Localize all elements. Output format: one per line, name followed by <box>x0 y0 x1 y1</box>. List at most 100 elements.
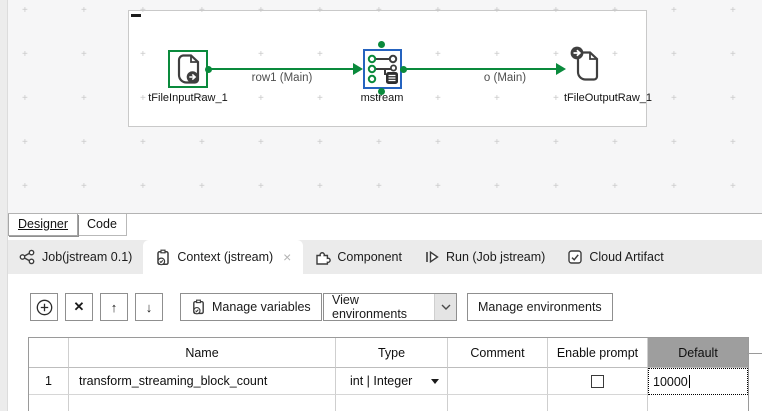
connector-anchor-dot[interactable] <box>205 66 212 73</box>
grid-cross: + <box>730 137 736 148</box>
column-header-rownum[interactable] <box>29 338 69 368</box>
grid-cross: + <box>81 137 87 148</box>
tab-context[interactable]: Context (jstream) × <box>143 240 304 274</box>
connector-anchor-dot[interactable] <box>378 41 385 48</box>
grid-cross: + <box>317 181 323 192</box>
grid-cross: + <box>22 137 28 148</box>
column-header-name[interactable]: Name <box>69 338 336 368</box>
grid-cross: + <box>199 181 205 192</box>
view-environments-select[interactable]: View environments <box>323 293 457 321</box>
table-edge-line <box>747 353 762 354</box>
table-header-row: Name Type Comment Enable prompt Default <box>29 338 748 368</box>
table-empty-row[interactable] <box>29 395 748 411</box>
connection-label[interactable]: row1 (Main) <box>251 72 313 84</box>
row-number[interactable]: 1 <box>29 368 69 395</box>
table-row: 1 transform_streaming_block_count int | … <box>29 368 748 395</box>
grid-cross: + <box>81 181 87 192</box>
component-mstream[interactable] <box>363 49 402 89</box>
grid-cross: + <box>22 181 28 192</box>
design-canvas[interactable]: ++++++++++++++++++++++++++++++++++++++++… <box>0 0 762 214</box>
comment-cell[interactable] <box>448 368 548 395</box>
chevron-down-icon <box>434 294 456 320</box>
tab-designer-label: Designer <box>18 217 69 231</box>
grid-cross: + <box>671 5 677 16</box>
column-header-comment[interactable]: Comment <box>448 338 548 368</box>
view-tab-strip: Job(jstream 0.1) Context (jstream) × Com… <box>0 240 762 274</box>
grid-cross: + <box>258 181 264 192</box>
grid-cross: + <box>730 93 736 104</box>
grid-cross: + <box>81 5 87 16</box>
type-cell[interactable]: int | Integer <box>336 368 448 395</box>
manage-variables-label: Manage variables <box>212 300 311 314</box>
component-tfileoutputraw[interactable] <box>563 42 605 88</box>
grid-cross: + <box>81 93 87 104</box>
grid-cross: + <box>376 137 382 148</box>
grid-cross: + <box>81 49 87 60</box>
tab-cloud-artifact[interactable]: Cloud Artifact <box>556 240 674 274</box>
default-value: 10000 <box>653 374 688 389</box>
tab-job[interactable]: Job(jstream 0.1) <box>8 240 143 274</box>
manage-environments-label: Manage environments <box>478 300 602 314</box>
enable-prompt-cell[interactable] <box>548 368 648 395</box>
grid-cross: + <box>140 137 146 148</box>
manage-variables-button[interactable]: Manage variables <box>180 293 322 321</box>
tab-component[interactable]: Component <box>303 240 413 274</box>
tab-context-label: Context (jstream) <box>177 250 274 264</box>
grid-cross: + <box>22 93 28 104</box>
grid-cross: + <box>199 137 205 148</box>
connector-anchor-dot[interactable] <box>400 66 407 73</box>
delete-icon: ✕ <box>73 299 85 314</box>
grid-cross: + <box>22 49 28 60</box>
component-label[interactable]: mstream <box>360 92 404 104</box>
column-header-type[interactable]: Type <box>336 338 448 368</box>
name-cell[interactable]: transform_streaming_block_count <box>69 368 336 395</box>
grid-cross: + <box>22 5 28 16</box>
connection-o-arrowhead <box>556 63 566 75</box>
circle-plus-icon <box>36 299 52 315</box>
component-label[interactable]: tFileInputRaw_1 <box>148 92 228 104</box>
manage-environments-button[interactable]: Manage environments <box>467 293 613 321</box>
grid-cross: + <box>612 137 618 148</box>
grid-cross: + <box>553 181 559 192</box>
puzzle-icon <box>316 252 332 265</box>
add-variable-button[interactable] <box>30 293 58 321</box>
connector-anchor-dot[interactable] <box>378 88 385 95</box>
map-stream-icon <box>367 54 398 84</box>
tab-run[interactable]: Run (Job jstream) <box>413 240 556 274</box>
tab-code[interactable]: Code <box>78 214 127 236</box>
component-label[interactable]: tFileOutputRaw_1 <box>563 92 653 104</box>
delete-variable-button[interactable]: ✕ <box>65 293 93 321</box>
connection-row1[interactable] <box>211 68 354 70</box>
run-play-icon <box>426 250 439 264</box>
connection-row1-arrowhead <box>353 63 363 75</box>
grid-cross: + <box>435 181 441 192</box>
arrow-up-icon: ↑ <box>110 299 118 315</box>
dropdown-arrow-icon <box>431 379 439 384</box>
grid-cross: + <box>730 5 736 16</box>
default-cell-editing[interactable]: 10000 <box>648 368 748 395</box>
move-up-button[interactable]: ↑ <box>100 293 128 321</box>
grid-cross: + <box>317 137 323 148</box>
move-down-button[interactable]: ↓ <box>135 293 163 321</box>
column-header-enable-prompt[interactable]: Enable prompt <box>548 338 648 368</box>
enable-prompt-checkbox[interactable] <box>591 374 604 388</box>
view-environments-value: View environments <box>332 293 408 321</box>
cloud-artifact-icon <box>568 250 583 264</box>
grid-cross: + <box>258 137 264 148</box>
grid-cross: + <box>671 93 677 104</box>
column-header-default[interactable]: Default <box>648 338 748 368</box>
connection-o[interactable] <box>406 68 557 70</box>
connection-label[interactable]: o (Main) <box>483 72 527 84</box>
grid-cross: + <box>730 49 736 60</box>
tab-job-label: Job(jstream 0.1) <box>42 250 133 264</box>
subjob-collapse-button[interactable] <box>131 14 141 17</box>
close-icon[interactable]: × <box>283 249 292 265</box>
tab-designer[interactable]: Designer <box>8 214 79 236</box>
editor-tab-row: Designer Code <box>0 214 762 237</box>
tab-component-label: Component <box>337 250 402 264</box>
grid-cross: + <box>435 137 441 148</box>
grid-cross: + <box>494 181 500 192</box>
component-tfileinputraw[interactable] <box>168 50 208 88</box>
grid-cross: + <box>553 137 559 148</box>
